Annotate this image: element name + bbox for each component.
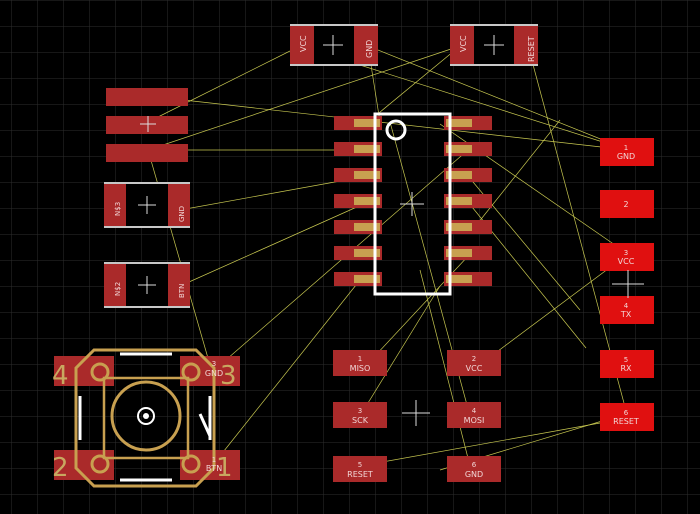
push-button[interactable]: 4 3 2 1 3 GND 1 BTN	[52, 348, 240, 488]
button-corner-1: 1	[216, 453, 233, 483]
header-pad-4-num: 4	[624, 302, 629, 310]
header-pad-3-num: 3	[624, 249, 628, 257]
isp-pad-3[interactable]	[333, 402, 387, 428]
button-corner-4: 4	[52, 361, 69, 391]
header-pad-6-num: 6	[624, 409, 629, 417]
header-pad-1-num: 1	[624, 144, 628, 152]
isp-pad-2-num: 2	[472, 355, 476, 363]
cap-top-left[interactable]: VCC GND	[290, 24, 378, 66]
header-pad-3-name: VCC	[618, 257, 635, 266]
regulator-pads[interactable]	[106, 88, 188, 162]
header-pad-2[interactable]	[600, 190, 654, 218]
header-pad-2-num: 2	[623, 200, 628, 209]
cap-mid-1[interactable]: N$3 GND	[104, 182, 190, 228]
isp-pad-2[interactable]	[447, 350, 501, 376]
header-pad-5-name: RX	[620, 364, 632, 373]
isp-pad-6-name: GND	[465, 470, 483, 479]
header-pad-5-num: 5	[624, 356, 628, 364]
isp-pad-6[interactable]	[447, 456, 501, 482]
header-pad-4[interactable]	[600, 296, 654, 324]
button-corner-2: 2	[52, 453, 69, 483]
ftdi-header[interactable]: 1 GND 2 3 VCC 4 TX 5 RX 6 RESET	[600, 138, 654, 431]
button-pad3-name: GND	[205, 369, 223, 378]
isp-pad-6-num: 6	[472, 461, 477, 469]
isp-pad-2-name: VCC	[466, 364, 483, 373]
cap-mid-2-pin1-label: N$2	[114, 282, 122, 296]
isp-pad-3-num: 3	[358, 407, 362, 415]
cap-mid-1-pin2-label: GND	[178, 206, 186, 222]
cap-top-right-pin2-label: RESET	[527, 36, 536, 62]
button-pad1-num: 1	[212, 456, 216, 464]
header-pad-3[interactable]	[600, 243, 654, 271]
ic-soic14[interactable]	[334, 112, 492, 296]
cap-mid-2-pin2-label: BTN	[178, 284, 186, 298]
button-corner-3: 3	[220, 361, 237, 391]
header-pad-1-name: GND	[617, 152, 635, 161]
isp-pad-3-name: SCK	[352, 416, 369, 425]
header-pad-6[interactable]	[600, 403, 654, 431]
isp-pad-1[interactable]	[333, 350, 387, 376]
cap-top-left-pin1-label: VCC	[299, 35, 308, 52]
cap-top-left-pin2-label: GND	[365, 40, 374, 58]
isp-pad-1-num: 1	[358, 355, 362, 363]
cap-mid-2[interactable]: N$2 BTN	[104, 262, 190, 308]
isp-pad-1-name: MISO	[350, 364, 371, 373]
button-pad3-num: 3	[212, 360, 216, 368]
header-pad-4-name: TX	[620, 310, 632, 319]
isp-pad-4-name: MOSI	[464, 416, 485, 425]
cap-top-right[interactable]: VCC RESET	[450, 24, 538, 66]
isp-pad-5-name: RESET	[347, 470, 373, 479]
isp-pad-5-num: 5	[358, 461, 362, 469]
isp-pad-4-num: 4	[472, 407, 477, 415]
header-pad-5[interactable]	[600, 350, 654, 378]
isp-pad-5[interactable]	[333, 456, 387, 482]
isp-header[interactable]: 1 MISO 2 VCC 3 SCK 4 MOSI 5 RESET 6 GND	[333, 350, 501, 482]
header-pad-1[interactable]	[600, 138, 654, 166]
button-pad1-name: BTN	[206, 464, 222, 473]
cap-top-right-pin1-label: VCC	[459, 35, 468, 52]
isp-pad-4[interactable]	[447, 402, 501, 428]
cap-mid-1-pin1-label: N$3	[114, 202, 122, 216]
header-pad-6-name: RESET	[613, 417, 639, 426]
